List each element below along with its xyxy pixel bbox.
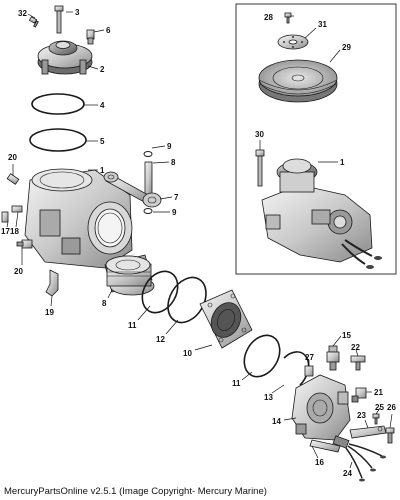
part-16-sensor xyxy=(309,439,341,453)
callout-6: 6 xyxy=(106,26,111,35)
callout-20-lower: 20 xyxy=(14,267,23,276)
part-9-clip-upper xyxy=(143,151,153,157)
callout-1-main: 1 xyxy=(100,166,105,175)
part-5-o-ring xyxy=(29,128,87,152)
part-20-fitting-lower xyxy=(16,239,33,249)
callout-24: 24 xyxy=(343,469,352,478)
part-11-o-ring-right xyxy=(243,334,281,378)
callout-8-piston: 8 xyxy=(102,299,107,308)
part-3-bolt xyxy=(54,5,64,34)
callout-11-right: 11 xyxy=(232,379,241,388)
part-31-plate xyxy=(277,34,309,50)
callout-13: 13 xyxy=(264,393,273,402)
part-9-clip-lower xyxy=(143,208,153,214)
callout-29: 29 xyxy=(342,43,351,52)
part-19-elbow xyxy=(45,269,59,297)
callout-31: 31 xyxy=(318,20,327,29)
callout-labels: 3 6 2 4 5 1 9 8 7 9 20 17 18 20 19 8 11 … xyxy=(1,8,396,478)
part-7-connecting-rod xyxy=(103,171,162,208)
part-12-o-ring xyxy=(167,276,207,324)
part-29-flywheel xyxy=(258,59,338,103)
callout-9-upper: 9 xyxy=(167,142,172,151)
callout-5: 5 xyxy=(100,137,105,146)
callout-22: 22 xyxy=(351,343,360,352)
callout-11-left: 11 xyxy=(128,321,137,330)
part-13-retaining-ring xyxy=(283,351,310,386)
part-22-fitting xyxy=(350,355,366,371)
part-21-fitting xyxy=(351,387,367,403)
part-18-fitting xyxy=(11,205,23,213)
part-1-cylinder-block xyxy=(24,168,133,269)
callout-15: 15 xyxy=(342,331,351,340)
callout-1-inset: 1 xyxy=(340,158,345,167)
part-26-screw xyxy=(385,427,395,444)
callout-26: 26 xyxy=(387,403,396,412)
callout-2: 2 xyxy=(100,65,105,74)
callout-28: 28 xyxy=(264,13,273,22)
leader-lines xyxy=(6,11,393,469)
callout-16: 16 xyxy=(315,458,324,467)
part-25-screw xyxy=(372,413,380,425)
part-27-fitting xyxy=(304,365,314,377)
copyright-caption: MercuryPartsOnline v2.5.1 (Image Copyrig… xyxy=(4,486,267,497)
part-2-cover xyxy=(37,40,93,75)
part-24-wire-harness xyxy=(332,435,386,482)
part-20-fitting-upper xyxy=(6,173,20,185)
part-10-head-plate xyxy=(199,289,253,349)
callout-14: 14 xyxy=(272,417,281,426)
part-8-piston xyxy=(104,254,155,296)
callout-32: 32 xyxy=(18,9,27,18)
part-11-o-ring-left xyxy=(141,270,179,314)
part-32-screw xyxy=(28,16,39,28)
callout-3: 3 xyxy=(75,8,80,17)
callout-8-pin: 8 xyxy=(171,158,176,167)
callout-10: 10 xyxy=(183,349,192,358)
part-6-fitting xyxy=(86,29,95,45)
callout-12: 12 xyxy=(156,335,165,344)
callout-27: 27 xyxy=(305,353,314,362)
callout-4: 4 xyxy=(100,101,105,110)
callout-7: 7 xyxy=(174,193,179,202)
callout-20-upper: 20 xyxy=(8,153,17,162)
callout-25: 25 xyxy=(375,403,384,412)
part-28-screw xyxy=(284,12,292,24)
part-1-assembled-pump xyxy=(261,158,382,269)
callout-21: 21 xyxy=(374,388,383,397)
callout-23: 23 xyxy=(357,411,366,420)
callout-17: 17 xyxy=(1,227,10,236)
part-17-fitting xyxy=(1,211,9,223)
callout-18: 18 xyxy=(10,227,19,236)
part-4-o-ring xyxy=(31,93,85,115)
part-14-pump-head xyxy=(291,374,351,441)
part-15-fitting xyxy=(326,345,340,371)
callout-19: 19 xyxy=(45,308,54,317)
callout-30: 30 xyxy=(255,130,264,139)
part-8-piston-pin xyxy=(144,161,153,197)
callout-9-lower: 9 xyxy=(172,208,177,217)
